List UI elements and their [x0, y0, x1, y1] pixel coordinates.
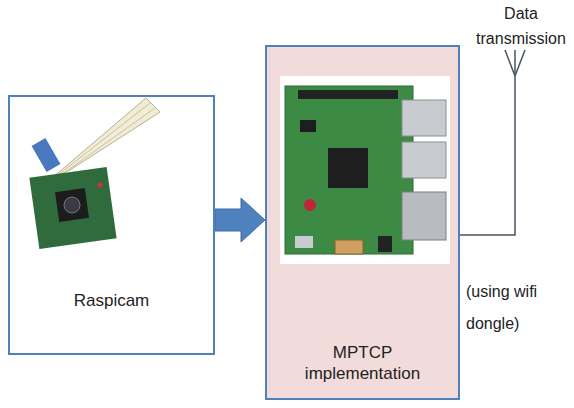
ribbon-cable: [52, 98, 160, 178]
cable-stiffener: [32, 138, 61, 172]
hdmi-port: [335, 240, 363, 254]
raspberry-pi-illustration: [280, 76, 450, 264]
annotation-label: Data transmission: [470, 2, 572, 52]
box-fill: [8, 95, 215, 355]
photo-ground: [280, 76, 450, 264]
pi-logo: [304, 199, 316, 211]
box-fill: [265, 45, 460, 400]
audio-jack: [378, 236, 392, 252]
gpio-header: [298, 90, 398, 99]
usb-power: [295, 236, 313, 248]
camera-illustration: [29, 98, 160, 249]
antenna-symbol: [460, 50, 525, 235]
cable-line: [58, 103, 150, 175]
node-text: MPTCP implementation: [298, 342, 428, 385]
usb-port: [402, 100, 446, 136]
small-chip: [300, 120, 316, 132]
antenna-arm: [515, 50, 525, 76]
camera-led: [98, 183, 103, 188]
antenna-mast: [514, 50, 516, 76]
process-box: MPTCP implementation: [265, 45, 460, 400]
annotation-label: (using wifi dongle): [466, 276, 556, 340]
pi-board: [285, 86, 413, 254]
camera-box: Raspicam: [8, 95, 215, 355]
antenna-arm: [505, 50, 515, 76]
soc-chip: [328, 148, 368, 188]
node-text: Raspicam: [74, 290, 150, 311]
block-arrow: [215, 198, 265, 242]
cable-line: [64, 108, 155, 173]
usb-port: [402, 142, 446, 178]
antenna-wire: [460, 76, 515, 235]
ethernet-port: [402, 192, 446, 240]
camera-lens: [64, 197, 80, 213]
camera-lens-housing: [55, 188, 89, 222]
camera-board: [29, 167, 116, 249]
